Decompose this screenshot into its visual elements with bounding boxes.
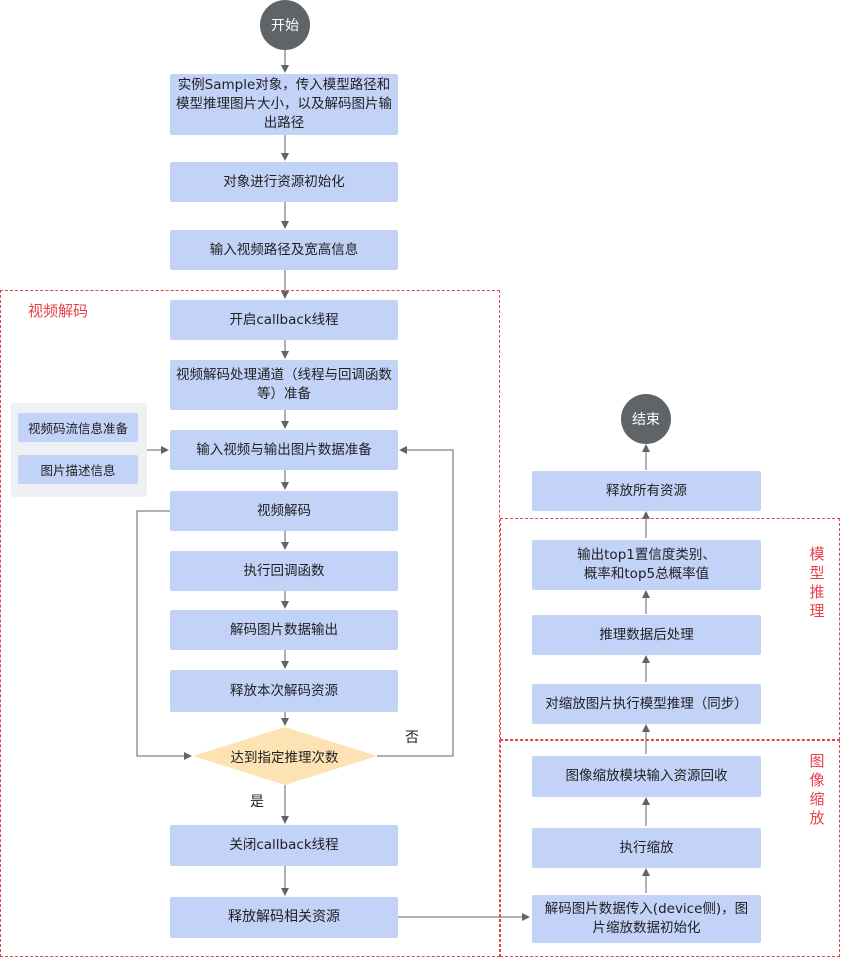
region-video-decode-label: 视频解码 xyxy=(28,302,89,320)
step-input-video-info: 输入视频路径及宽高信息 xyxy=(170,230,398,270)
arrow-decode-bypass xyxy=(136,510,192,760)
step-decode: 视频解码 xyxy=(170,491,398,531)
arrow-condition-no-loop xyxy=(377,446,454,757)
step-resource-init: 对象进行资源初始化 xyxy=(170,162,398,202)
region-model-inference-label: 模型推理 xyxy=(809,545,825,620)
step-open-callback: 开启callback线程 xyxy=(170,300,398,340)
step-close-callback: 关闭callback线程 xyxy=(170,825,398,866)
step-io-prepare: 输入视频与输出图片数据准备 xyxy=(170,430,398,470)
step-channel-prepare: 视频解码处理通道（线程与回调函数等）准备 xyxy=(170,360,398,410)
step-postprocess: 推理数据后处理 xyxy=(532,615,761,655)
step-release-all: 释放所有资源 xyxy=(532,471,761,511)
step-decode-output: 解码图片数据输出 xyxy=(170,610,398,650)
step-infer: 对缩放图片执行模型推理（同步） xyxy=(532,684,761,724)
region-image-resize-label: 图像缩放 xyxy=(809,752,825,827)
region-image-resize xyxy=(500,740,840,957)
step-resize: 执行缩放 xyxy=(532,828,761,868)
edge-label-yes: 是 xyxy=(250,794,264,810)
end-node: 结束 xyxy=(621,394,671,444)
decision-label: 达到指定推理次数 xyxy=(230,750,339,766)
decision-diamond xyxy=(193,727,377,785)
step-release-once: 释放本次解码资源 xyxy=(170,670,398,712)
step-reclaim: 图像缩放模块输入资源回收 xyxy=(532,756,761,797)
side-stream-info: 视频码流信息准备 xyxy=(18,413,138,442)
region-model-inference xyxy=(500,518,840,740)
step-instantiate-sample: 实例Sample对象，传入模型路径和模型推理图片大小，以及解码图片输出路径 xyxy=(170,74,398,135)
start-node: 开始 xyxy=(260,0,310,50)
side-pic-desc: 图片描述信息 xyxy=(18,455,138,484)
step-release-decode: 释放解码相关资源 xyxy=(170,897,398,938)
step-infer-output: 输出top1置信度类别、概率和top5总概率值 xyxy=(532,540,761,590)
step-exec-callback: 执行回调函数 xyxy=(170,551,398,591)
edge-label-no: 否 xyxy=(405,730,419,746)
step-transfer: 解码图片数据传入(device侧)，图片缩放数据初始化 xyxy=(532,895,761,943)
region-video-decode xyxy=(0,290,500,957)
